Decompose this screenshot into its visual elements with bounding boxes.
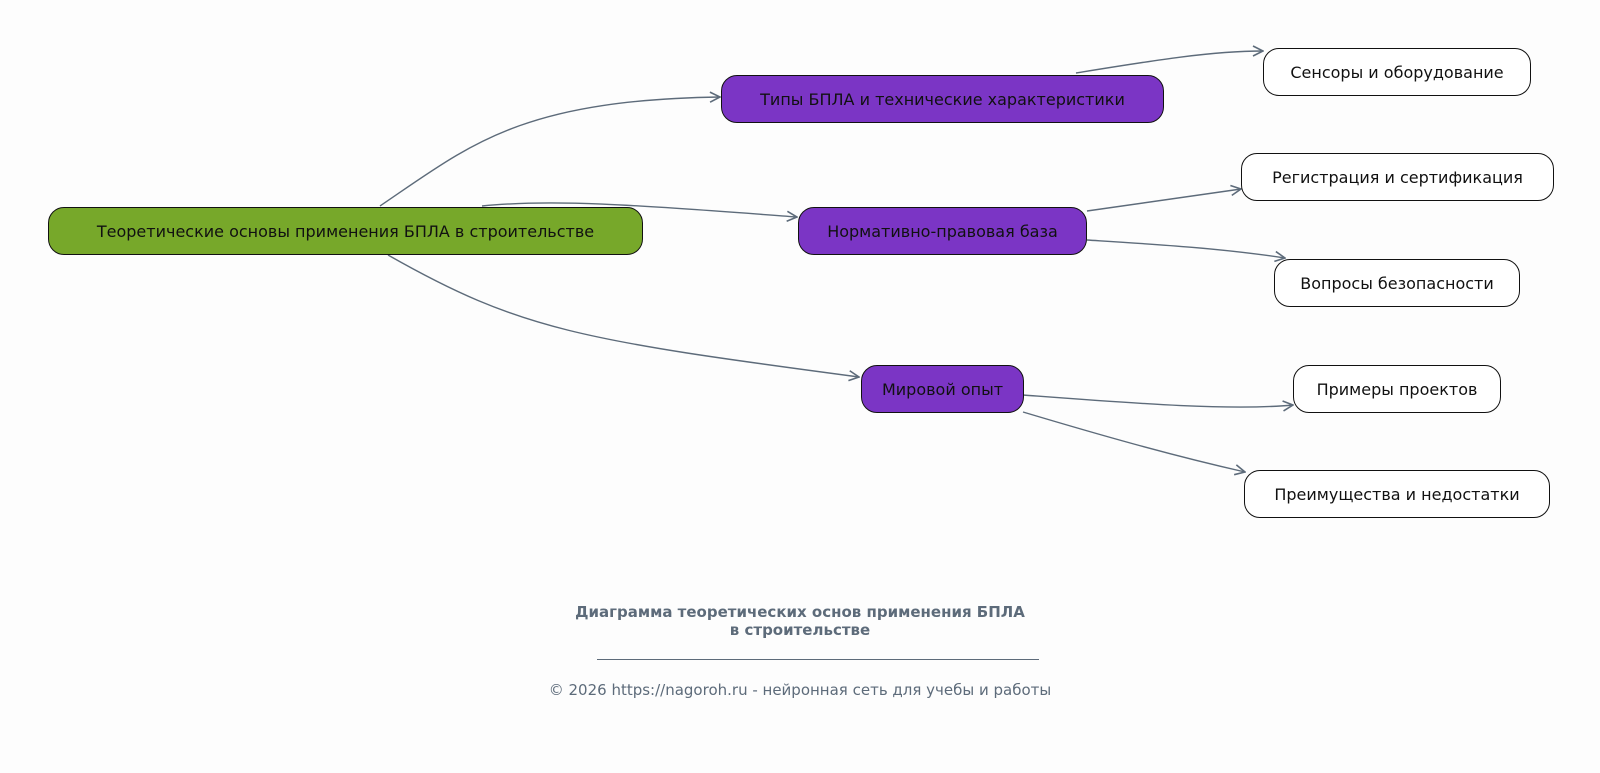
branch-label: Мировой опыт: [881, 379, 1004, 399]
edge-legal-registration: [1086, 189, 1241, 212]
leaf-node-safety[interactable]: Вопросы безопасности: [1274, 259, 1520, 307]
edge-types-sensors: [1075, 51, 1263, 74]
caption-line-2: в строительстве: [729, 621, 871, 639]
leaf-label: Вопросы безопасности: [1300, 273, 1494, 293]
leaf-node-sensors[interactable]: Сенсоры и оборудование: [1263, 48, 1531, 96]
branch-node-types[interactable]: Типы БПЛА и технические характеристики: [721, 75, 1164, 123]
branch-node-world[interactable]: Мировой опыт: [861, 365, 1024, 413]
root-label: Теоретические основы применения БПЛА в с…: [96, 221, 595, 241]
branch-node-legal[interactable]: Нормативно-правовая база: [798, 207, 1087, 255]
caption-divider: [597, 659, 1039, 660]
edge-root-legal: [481, 202, 797, 217]
edge-root-types: [379, 97, 720, 207]
caption-line-1: Диаграмма теоретических основ применения…: [575, 603, 1025, 621]
edge-root-world: [387, 254, 859, 377]
branch-label: Типы БПЛА и технические характеристики: [760, 89, 1125, 109]
root-node[interactable]: Теоретические основы применения БПЛА в с…: [48, 207, 643, 255]
leaf-node-pros-cons[interactable]: Преимущества и недостатки: [1244, 470, 1550, 518]
leaf-label: Регистрация и сертификация: [1272, 167, 1523, 187]
branch-label: Нормативно-правовая база: [827, 221, 1058, 241]
edge-world-pros-cons: [1022, 411, 1245, 472]
leaf-label: Преимущества и недостатки: [1274, 484, 1520, 504]
leaf-label: Сенсоры и оборудование: [1290, 62, 1504, 82]
edge-legal-safety: [1086, 239, 1285, 258]
copyright-text: © 2026 https://nagoroh.ru - нейронная се…: [548, 681, 1052, 699]
leaf-label: Примеры проектов: [1316, 379, 1478, 399]
diagram-caption: Диаграмма теоретических основ применения…: [0, 603, 1600, 639]
leaf-node-examples[interactable]: Примеры проектов: [1293, 365, 1501, 413]
leaf-node-registration[interactable]: Регистрация и сертификация: [1241, 153, 1554, 201]
edge-world-examples: [1022, 394, 1293, 407]
